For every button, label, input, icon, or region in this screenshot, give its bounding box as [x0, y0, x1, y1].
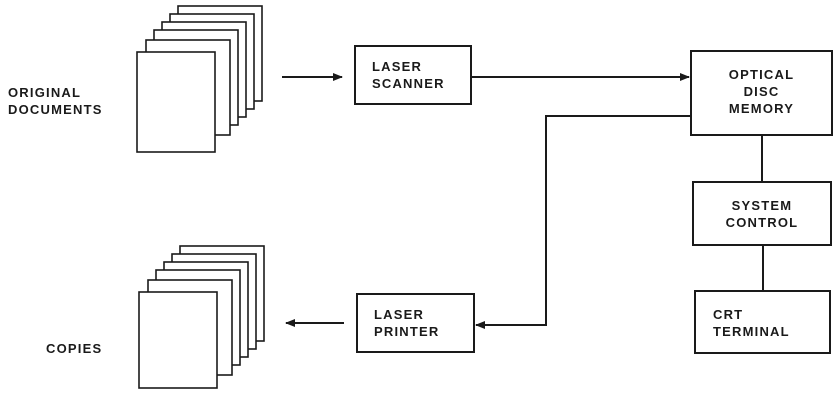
- laser-printer-box: [356, 293, 475, 353]
- arrow-memory-to-printer: [475, 115, 691, 329]
- optical-disc-memory-line2: DISC: [743, 84, 780, 99]
- optical-disc-memory-line3: MEMORY: [728, 101, 795, 116]
- original-documents-label-line2: DOCUMENTS: [8, 102, 103, 117]
- copies-stack-icon: [138, 245, 265, 389]
- laser-scanner-label: LASER SCANNER: [372, 58, 445, 92]
- laser-scanner-line2: SCANNER: [372, 76, 445, 91]
- copies-label: COPIES: [46, 341, 103, 356]
- system-control-line2: CONTROL: [725, 215, 799, 230]
- original-documents-label: ORIGINAL DOCUMENTS: [8, 84, 103, 118]
- system-control-line1: SYSTEM: [731, 198, 793, 213]
- original-documents-stack-icon: [136, 5, 263, 153]
- laser-printer-line1: LASER: [374, 307, 425, 322]
- crt-terminal-label: CRT TERMINAL: [713, 306, 790, 340]
- laser-scanner-line1: LASER: [372, 59, 423, 74]
- crt-terminal-line2: TERMINAL: [713, 324, 790, 339]
- optical-disc-memory-line1: OPTICAL: [728, 67, 795, 82]
- laser-printer-label: LASER PRINTER: [374, 306, 439, 340]
- optical-disc-memory-box: [690, 50, 833, 136]
- system-control-label: SYSTEM CONTROL: [693, 197, 831, 231]
- laser-printer-line2: PRINTER: [374, 324, 440, 339]
- crt-terminal-line1: CRT: [713, 307, 744, 322]
- laser-scanner-box: [354, 45, 472, 105]
- crt-terminal-box: [694, 290, 831, 354]
- optical-disc-memory-label: OPTICAL DISC MEMORY: [691, 66, 832, 117]
- original-documents-label-line1: ORIGINAL: [8, 85, 82, 100]
